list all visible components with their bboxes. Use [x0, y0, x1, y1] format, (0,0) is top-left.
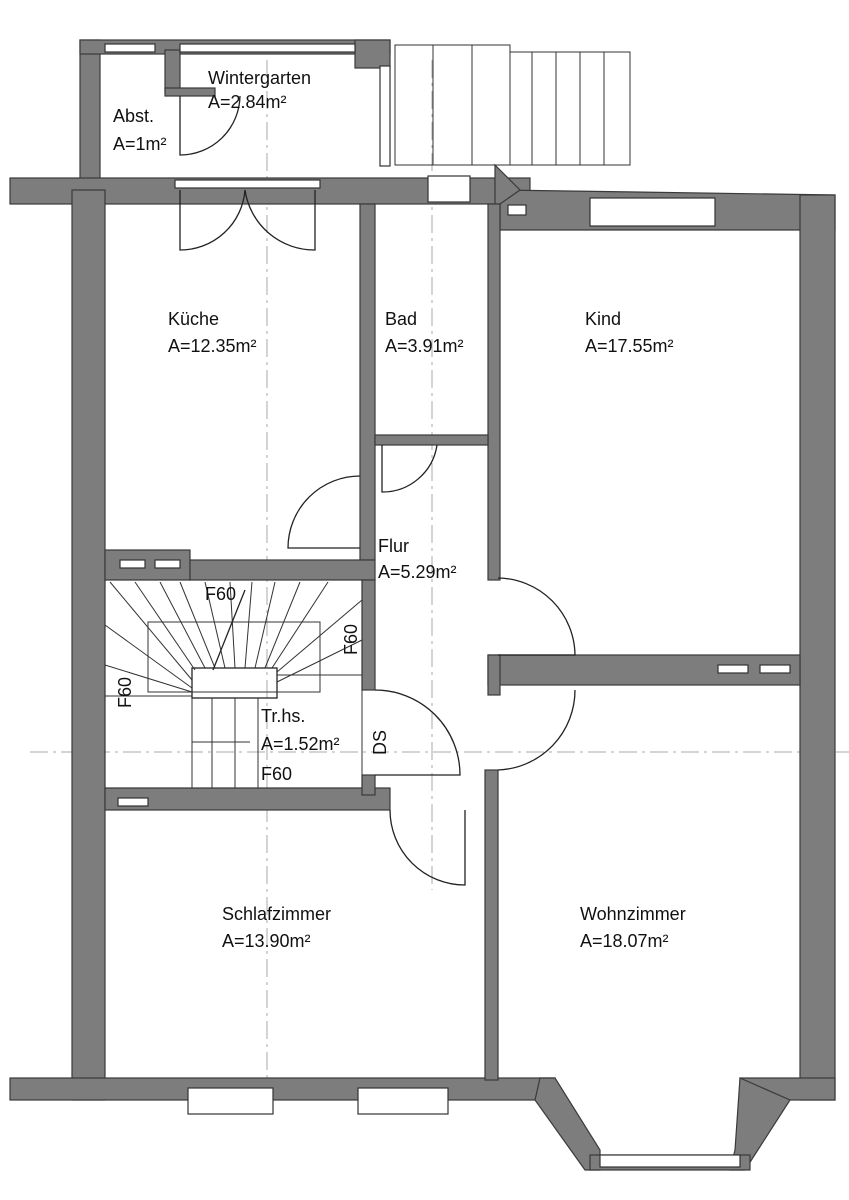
- room-area-kueche: A=12.35m²: [168, 336, 257, 356]
- room-name-treppenhaus: Tr.hs.: [261, 706, 305, 726]
- room-area-wintergarten: A=2.84m²: [208, 92, 287, 112]
- room-labels: Wintergarten A=2.84m² Abst. A=1m² Küche …: [113, 68, 686, 951]
- room-area-schlafzimmer: A=13.90m²: [222, 931, 311, 951]
- staircase: [104, 579, 363, 789]
- room-area-abst: A=1m²: [113, 134, 167, 154]
- room-area-flur: A=5.29m²: [378, 562, 457, 582]
- room-name-abst: Abst.: [113, 106, 154, 126]
- room-name-schlafzimmer: Schlafzimmer: [222, 904, 331, 924]
- room-area-bad: A=3.91m²: [385, 336, 464, 356]
- doors: [179, 95, 576, 886]
- terrace-steps: [394, 44, 631, 166]
- room-area-kind: A=17.55m²: [585, 336, 674, 356]
- room-name-flur: Flur: [378, 536, 409, 556]
- room-name-wohnzimmer: Wohnzimmer: [580, 904, 686, 924]
- room-name-kind: Kind: [585, 309, 621, 329]
- fire-rating-label: F60: [341, 624, 361, 655]
- fire-rating-label: F60: [115, 677, 135, 708]
- fire-rating-label: F60: [205, 584, 236, 604]
- room-area-treppenhaus: A=1.52m²: [261, 734, 340, 754]
- fire-rating-label: F60: [261, 764, 292, 784]
- windows: [104, 43, 791, 1168]
- ds-label: DS: [370, 730, 390, 755]
- room-area-wohnzimmer: A=18.07m²: [580, 931, 669, 951]
- room-name-kueche: Küche: [168, 309, 219, 329]
- room-name-bad: Bad: [385, 309, 417, 329]
- room-name-wintergarten: Wintergarten: [208, 68, 311, 88]
